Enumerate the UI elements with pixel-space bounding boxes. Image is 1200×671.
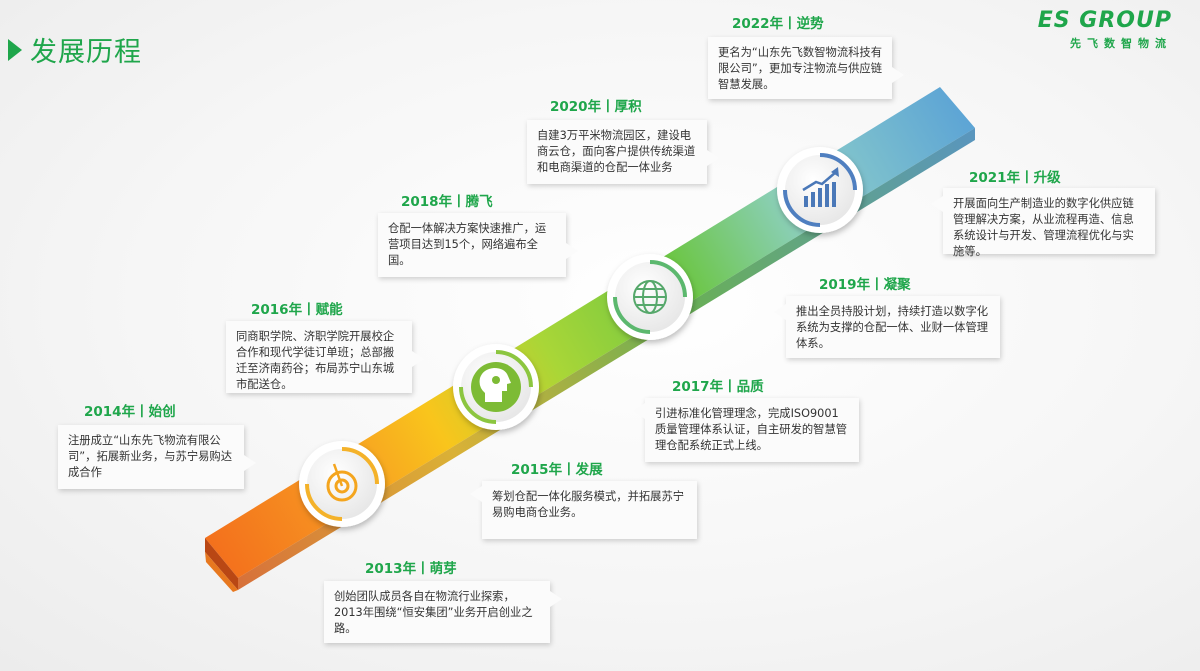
milestone-2015-year: 2015年丨发展 bbox=[511, 462, 603, 478]
milestone-2014-box: 注册成立“山东先飞物流有限公司”，拓展新业务，与苏宁易购达成合作 bbox=[58, 425, 256, 489]
milestone-2018-box: 仓配一体解决方案快速推广，运营项目达到15个，网络遍布全国。 bbox=[378, 213, 578, 277]
milestone-2017-year: 2017年丨品质 bbox=[672, 379, 764, 395]
milestone-2013-text: 创始团队成员各自在物流行业探索，2013年围绕“恒安集团”业务开启创业之路。 bbox=[334, 590, 533, 635]
milestone-2019-text: 推出全员持股计划，持续打造以数字化系统为支撑的仓配一体、业财一体管理体系。 bbox=[796, 305, 989, 350]
milestone-2020-text: 自建3万平米物流园区，建设电商云仓，面向客户提供传统渠道和电商渠道的仓配一体业务 bbox=[537, 129, 696, 174]
milestone-2015-box: 筹划仓配一体化服务模式，并拓展苏宁易购电商仓业务。 bbox=[470, 481, 697, 539]
milestone-2022-box: 更名为“山东先飞数智物流科技有限公司”，更加专注物流与供应链智慧发展。 bbox=[708, 37, 904, 99]
company-logo: ES GROUP 先飞数智物流 bbox=[1038, 8, 1172, 51]
milestone-2016-year: 2016年丨赋能 bbox=[251, 302, 343, 318]
milestone-2017-text: 引进标准化管理理念，完成ISO9001质量管理体系认证，自主研发的智慧管理仓配系… bbox=[655, 407, 848, 452]
ribbon-tail bbox=[205, 538, 238, 590]
ribbon-edge bbox=[238, 128, 975, 590]
milestone-2014-text: 注册成立“山东先飞物流有限公司”，拓展新业务，与苏宁易购达成合作 bbox=[68, 434, 233, 479]
page-title-group: 发展历程 bbox=[8, 30, 142, 69]
logo-sub-text: 先飞数智物流 bbox=[1070, 37, 1172, 50]
milestone-2013-year: 2013年丨萌芽 bbox=[365, 561, 457, 577]
milestone-2014-year: 2014年丨始创 bbox=[84, 404, 176, 420]
milestone-2016-box: 同商职学院、济职学院开展校企合作和现代学徒订单班；总部搬迁至济南药谷；布局苏宁山… bbox=[226, 321, 424, 393]
page-title: 发展历程 bbox=[30, 37, 142, 68]
milestone-2020-year: 2020年丨厚积 bbox=[550, 99, 642, 115]
milestone-2013-box: 创始团队成员各自在物流行业探索，2013年围绕“恒安集团”业务开启创业之路。 bbox=[324, 581, 562, 643]
globe-icon bbox=[633, 280, 667, 314]
milestone-2016-text: 同商职学院、济职学院开展校企合作和现代学徒订单班；总部搬迁至济南药谷；布局苏宁山… bbox=[236, 330, 395, 391]
ribbon-tail-fold bbox=[205, 552, 238, 592]
milestone-2019-year: 2019年丨凝聚 bbox=[819, 277, 911, 293]
title-arrow-icon bbox=[8, 38, 22, 61]
milestone-2020-box: 自建3万平米物流园区，建设电商云仓，面向客户提供传统渠道和电商渠道的仓配一体业务 bbox=[527, 120, 719, 184]
growth-chart-icon bbox=[802, 167, 839, 207]
milestone-2021-box: 开展面向生产制造业的数字化供应链管理解决方案，从业流程再造、信息系统设计与开发、… bbox=[931, 188, 1155, 258]
milestone-2022-year: 2022年丨逆势 bbox=[732, 16, 824, 32]
milestone-2017-box: 引进标准化管理理念，完成ISO9001质量管理体系认证，自主研发的智慧管理仓配系… bbox=[633, 398, 859, 462]
milestone-2021-year: 2021年丨升级 bbox=[969, 170, 1061, 186]
target-icon bbox=[326, 463, 358, 502]
milestone-2021-text: 开展面向生产制造业的数字化供应链管理解决方案，从业流程再造、信息系统设计与开发、… bbox=[953, 197, 1134, 258]
milestone-2018-text: 仓配一体解决方案快速推广，运营项目达到15个，网络遍布全国。 bbox=[388, 222, 547, 267]
milestone-2018-year: 2018年丨腾飞 bbox=[401, 194, 493, 210]
milestone-2022-text: 更名为“山东先飞数智物流科技有限公司”，更加专注物流与供应链智慧发展。 bbox=[718, 46, 883, 91]
head-gear-icon bbox=[471, 362, 521, 412]
milestone-2019-box: 推出全员持股计划，持续打造以数字化系统为支撑的仓配一体、业财一体管理体系。 bbox=[774, 296, 1000, 358]
logo-main-text: ES GROUP bbox=[1037, 8, 1172, 33]
milestone-2015-text: 筹划仓配一体化服务模式，并拓展苏宁易购电商仓业务。 bbox=[492, 490, 685, 519]
